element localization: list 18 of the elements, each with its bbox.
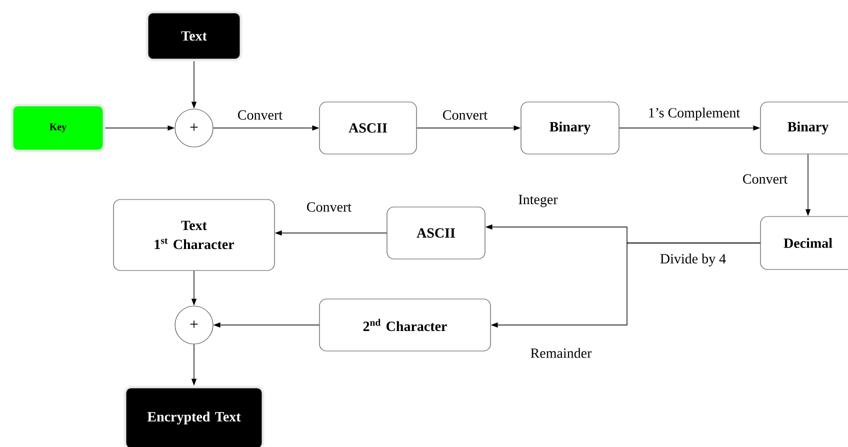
process-box: 2$^{nd}$ Character — [319, 298, 491, 352]
terminal-box: Encrypted Text — [124, 386, 264, 447]
process-box: Binary — [760, 102, 848, 154]
note-text: Divide by 4 — [658, 252, 728, 268]
edge-label: 1’s Complement — [646, 106, 742, 122]
process-box: Binary — [520, 102, 620, 154]
terminal-box: Text — [146, 10, 242, 62]
edge-label: Integer — [517, 194, 559, 208]
input-box: Key — [10, 104, 106, 152]
process-box: ASCII — [386, 206, 486, 260]
edge-label: Remainder — [529, 347, 593, 359]
edge-label: Convert — [305, 201, 353, 213]
edge-label: Convert — [741, 173, 789, 185]
process-box: Text 1$^{st}$ Character — [113, 199, 275, 271]
process-box: Decimal — [760, 216, 848, 270]
edge-label: Convert — [236, 109, 284, 121]
process-box: ASCII — [319, 102, 417, 154]
edge-label: Convert — [441, 109, 489, 121]
